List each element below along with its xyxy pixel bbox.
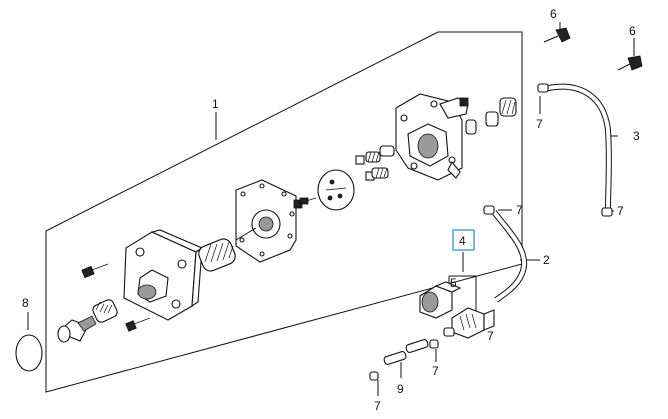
bolt-lower-left xyxy=(81,263,109,279)
spring-small xyxy=(92,299,118,323)
hose-clip-top xyxy=(537,83,549,93)
o-ring xyxy=(15,334,43,372)
valve-disc xyxy=(317,169,355,211)
check-valve-parts xyxy=(355,145,395,181)
callout-6-right: 6 xyxy=(629,24,636,38)
pump-cover xyxy=(123,229,204,321)
callout-7-hose-mid: 7 xyxy=(516,203,523,217)
callout-3: 3 xyxy=(633,129,640,143)
callout-6-top: 6 xyxy=(550,7,557,21)
pin-9 xyxy=(383,339,429,365)
callout-2: 2 xyxy=(543,253,550,267)
callout-4: 4 xyxy=(459,234,466,248)
callout-7-hose-right: 7 xyxy=(617,204,624,218)
assembly-boundary xyxy=(45,31,523,393)
nozzle xyxy=(56,315,97,343)
callout-1: 1 xyxy=(212,97,219,111)
callout-9: 9 xyxy=(397,382,404,396)
diaphragm-plate xyxy=(235,179,297,263)
valve-assembly xyxy=(419,281,495,339)
outlet-fitting xyxy=(465,97,517,135)
callout-8: 8 xyxy=(22,296,29,310)
callout-7-hose-top: 7 xyxy=(536,117,543,131)
bolt-6a xyxy=(543,27,571,43)
pump-body xyxy=(395,93,469,181)
hose-2 xyxy=(483,205,528,303)
callout-5: 5 xyxy=(450,276,457,290)
hose-3 xyxy=(547,83,612,211)
hose-clip-bottom-right xyxy=(601,207,613,217)
bolt-6b xyxy=(617,55,643,71)
callout-7-valve: 7 xyxy=(487,329,494,343)
disc-screw xyxy=(299,197,317,205)
bolt-lower-center xyxy=(125,317,151,332)
callout-7-bottom: 7 xyxy=(374,399,381,413)
callout-7-pin: 7 xyxy=(432,364,439,378)
highlight-box-4 xyxy=(452,229,475,251)
clip-7-bottom xyxy=(369,339,439,381)
diaphragm-spring xyxy=(198,238,236,272)
